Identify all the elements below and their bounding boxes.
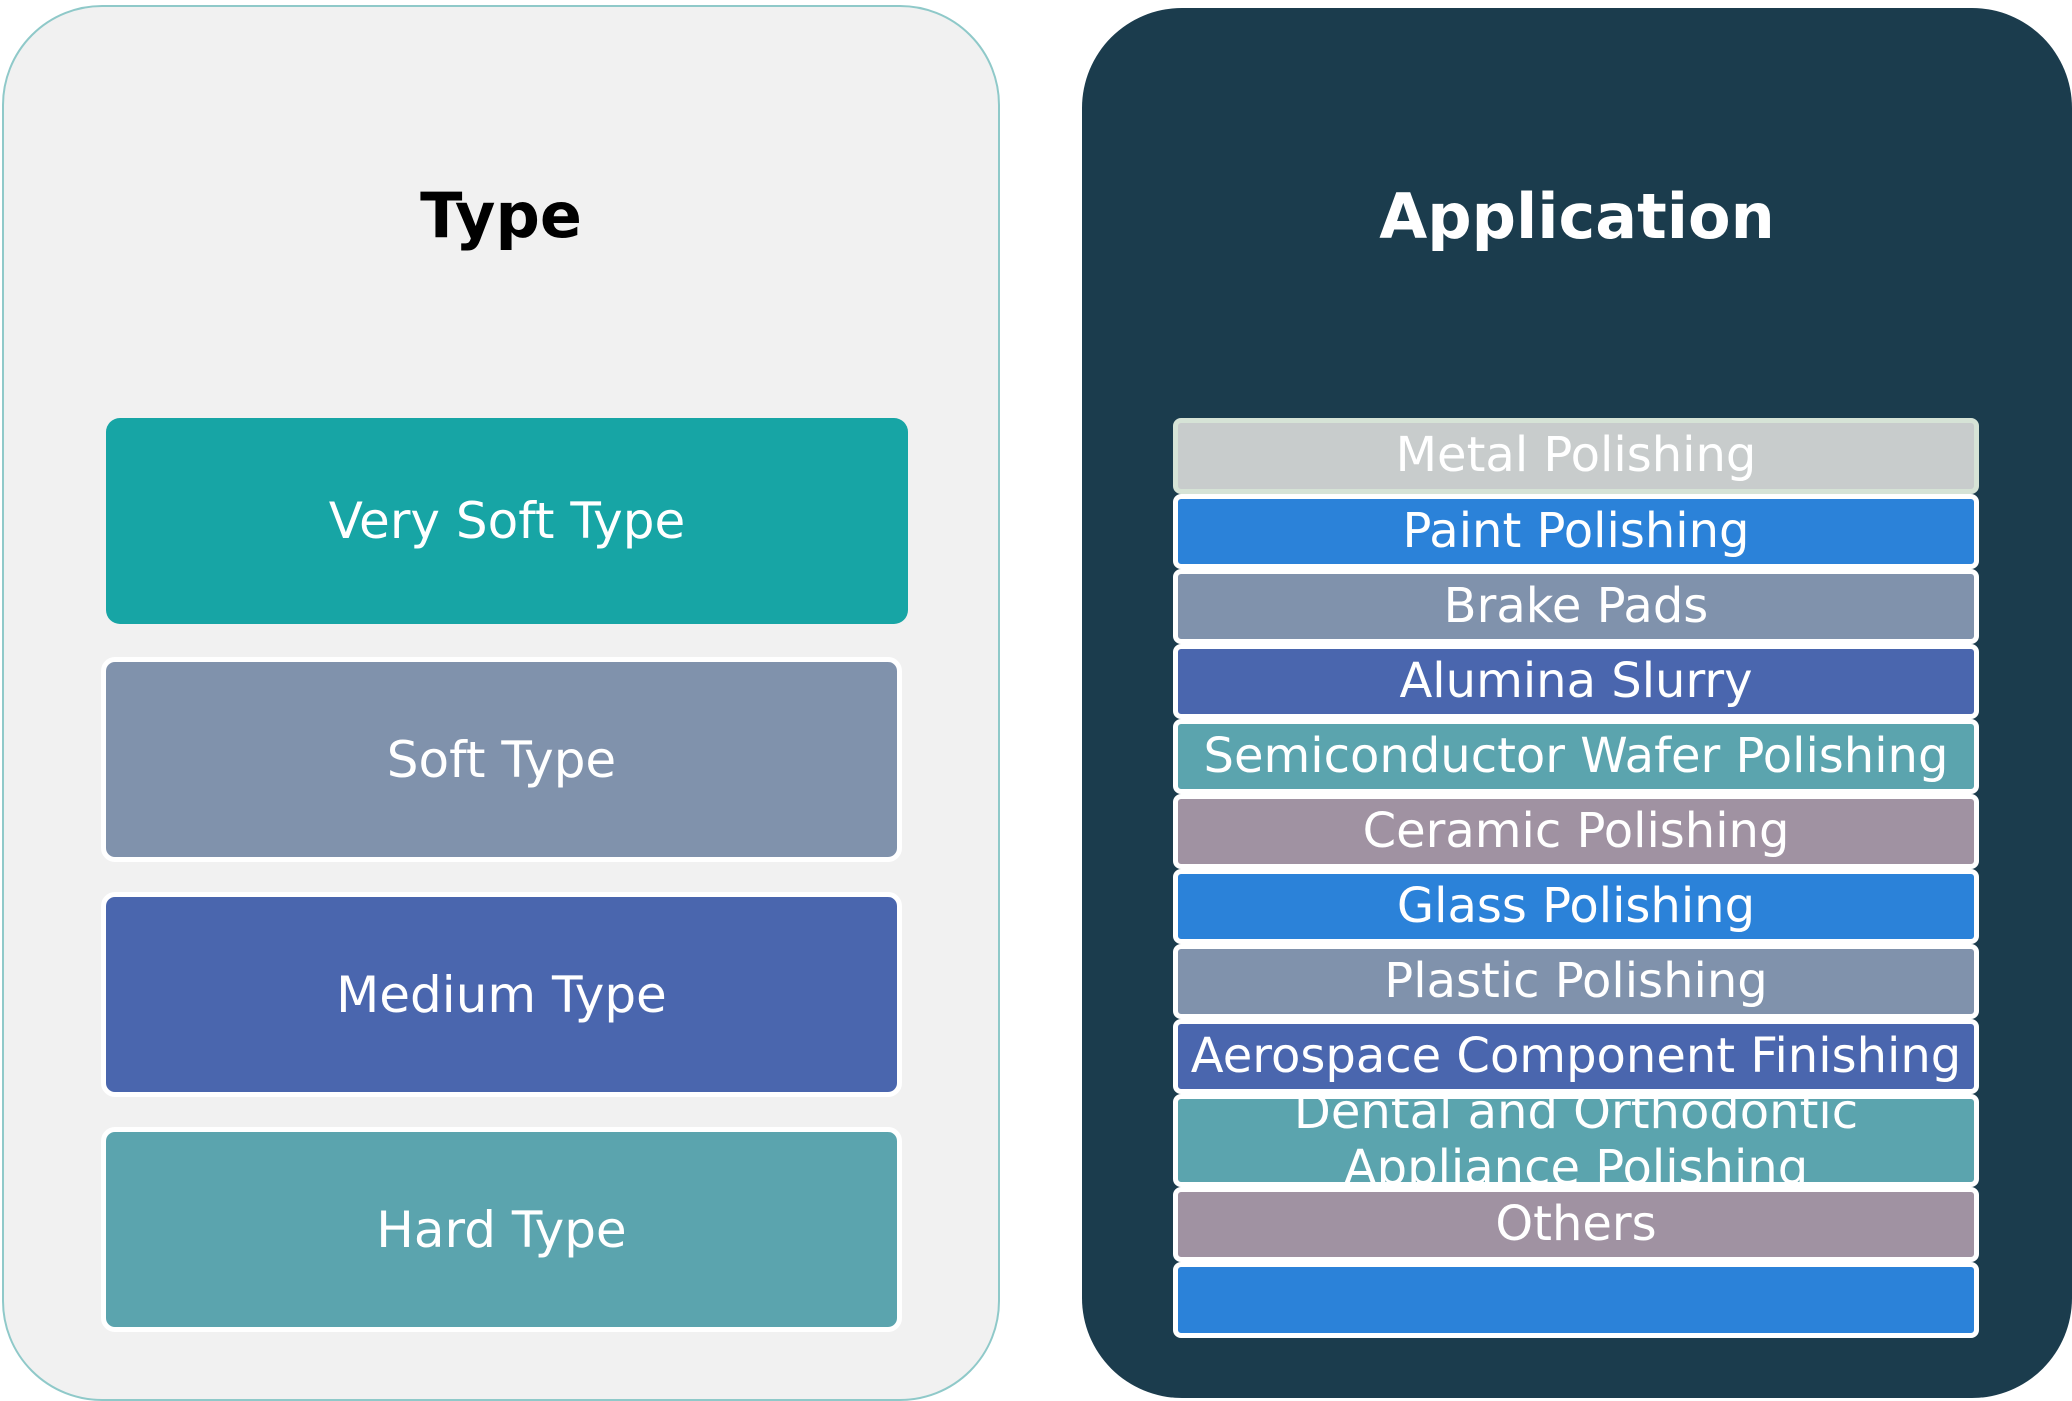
application-item-plastic-polishing: Plastic Polishing — [1173, 944, 1979, 1019]
application-item-metal-polishing: Metal Polishing — [1173, 418, 1979, 494]
type-panel-title: Type — [420, 179, 582, 252]
application-item-semiconductor-wafer-polishing: Semiconductor Wafer Polishing — [1173, 719, 1979, 794]
application-item-blank — [1173, 1262, 1979, 1338]
application-item-ceramic-polishing: Ceramic Polishing — [1173, 794, 1979, 869]
application-item-glass-polishing: Glass Polishing — [1173, 869, 1979, 944]
application-item-others: Others — [1173, 1187, 1979, 1262]
type-item-soft: Soft Type — [101, 657, 902, 862]
application-item-brake-pads: Brake Pads — [1173, 569, 1979, 644]
type-item-very-soft: Very Soft Type — [106, 418, 908, 624]
application-item-aerospace-component-finishing: Aerospace Component Finishing — [1173, 1019, 1979, 1094]
application-panel-title: Application — [1379, 180, 1775, 253]
type-item-medium: Medium Type — [101, 892, 902, 1097]
application-item-alumina-slurry: Alumina Slurry — [1173, 644, 1979, 719]
application-item-dental-orthodontic-polishing: Dental and Orthodontic Appliance Polishi… — [1173, 1094, 1979, 1187]
type-item-hard: Hard Type — [101, 1127, 902, 1332]
application-item-paint-polishing: Paint Polishing — [1173, 494, 1979, 569]
